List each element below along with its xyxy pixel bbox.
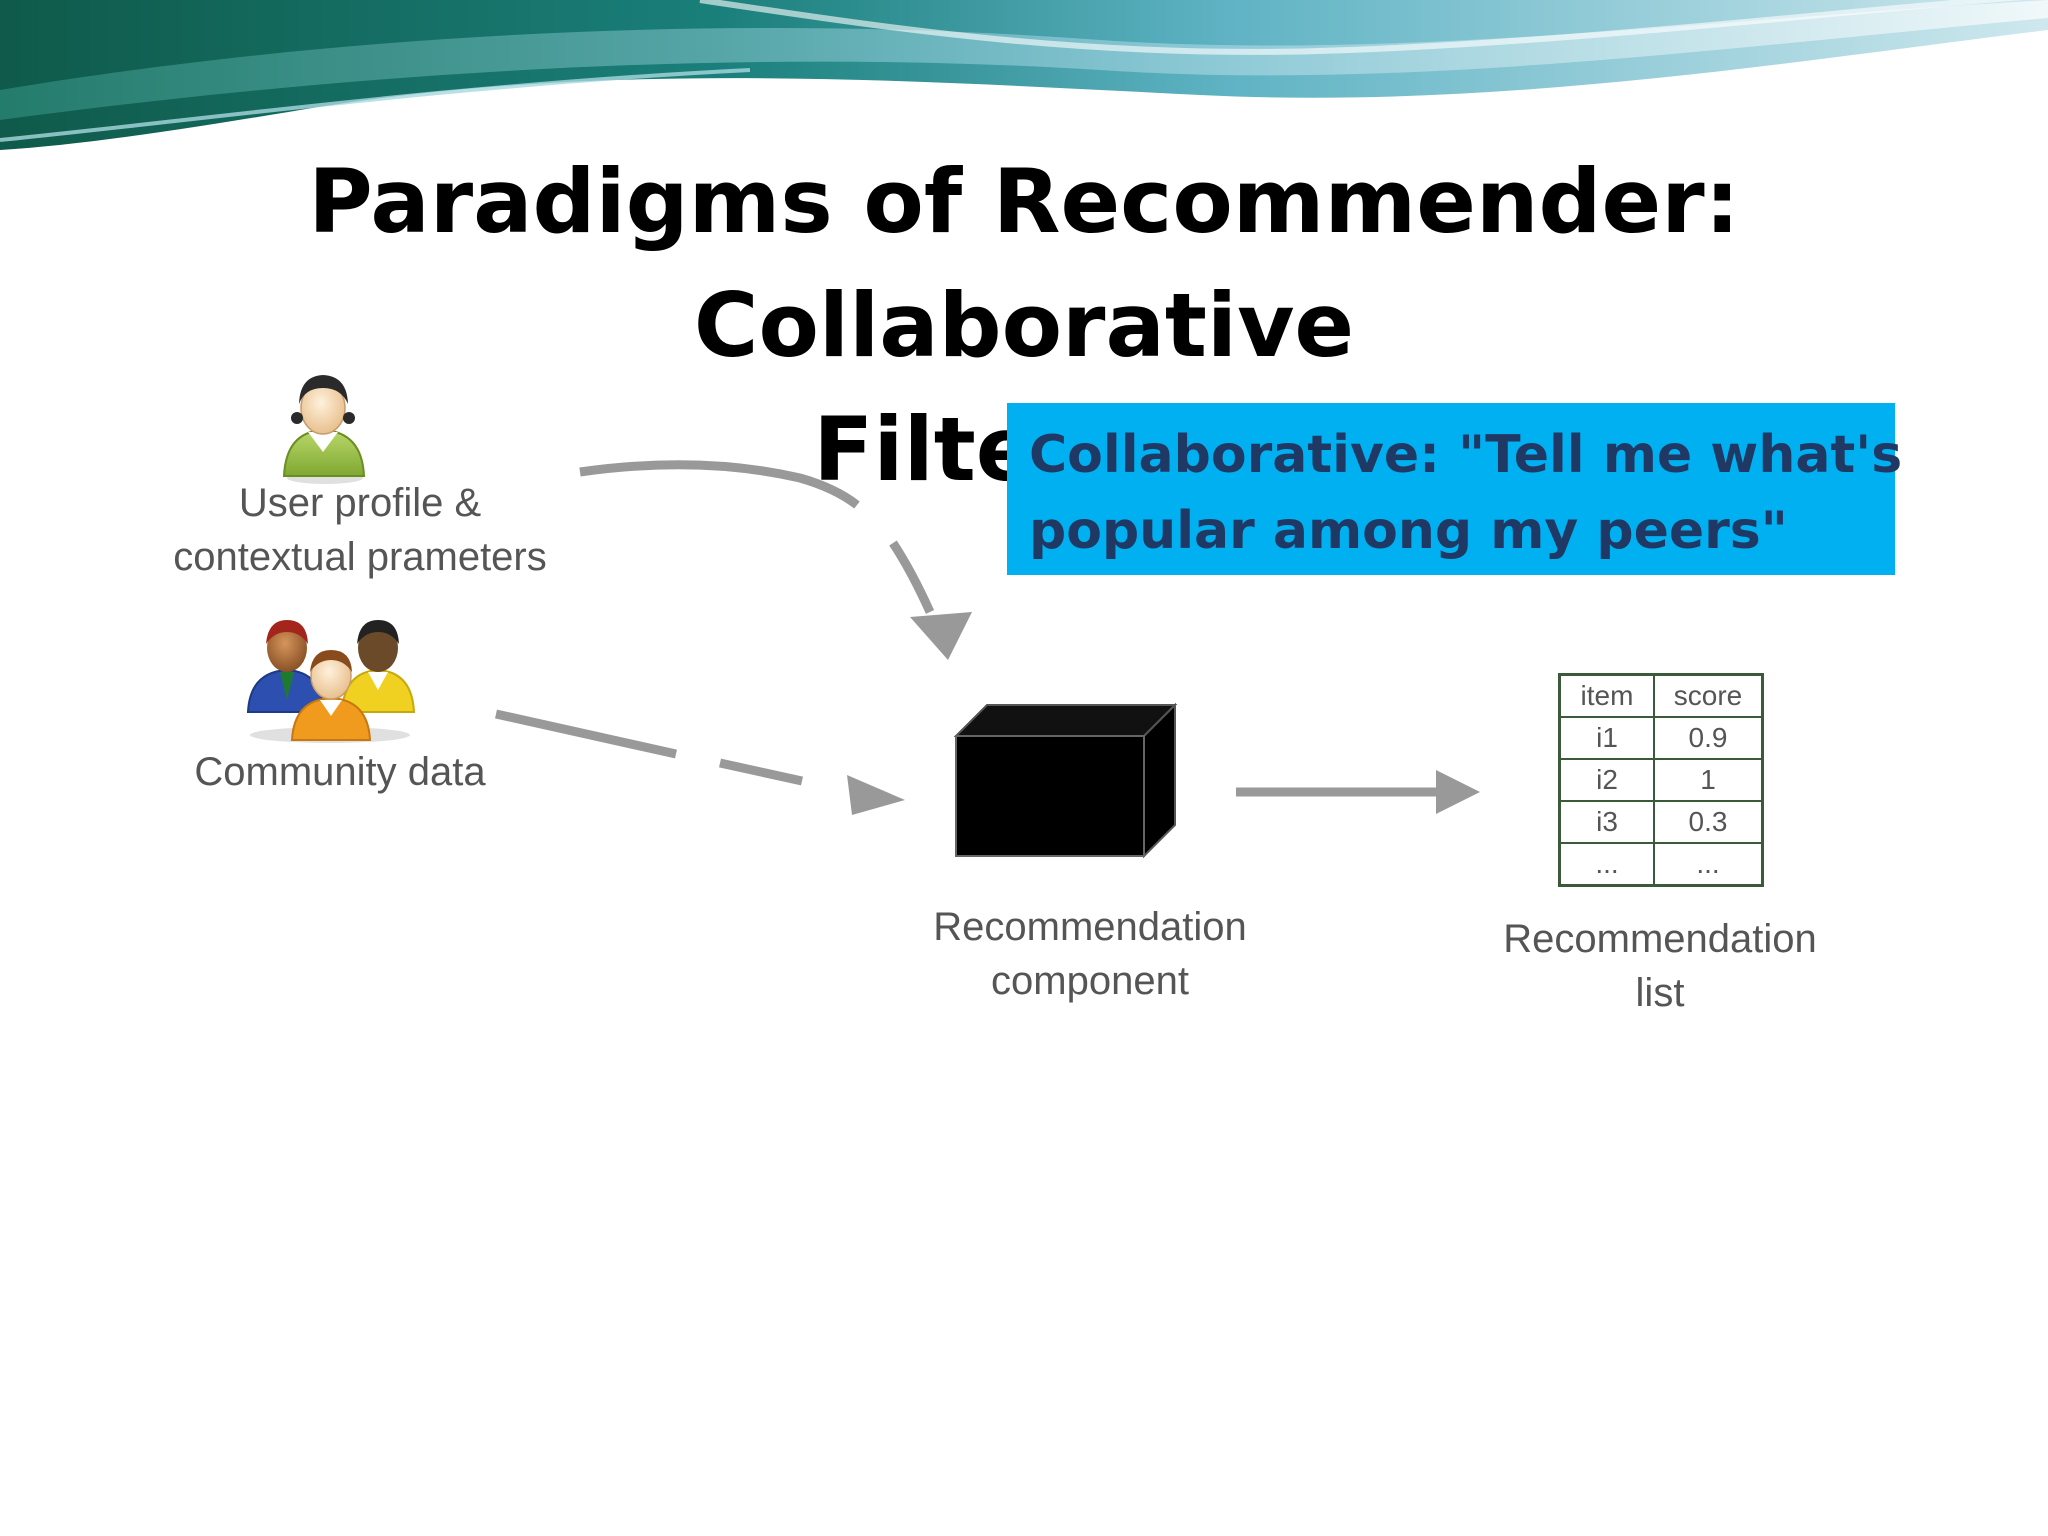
header-wave-decoration: [0, 0, 2048, 160]
user-profile-arrow: [579, 460, 972, 660]
table-row: i2 1: [1558, 758, 1764, 802]
callout-line-1: Collaborative: "Tell me what's: [1029, 425, 1903, 485]
community-icon: [246, 620, 416, 743]
recommendation-component-box: [953, 702, 1178, 859]
table-cell-item: i1: [1558, 716, 1655, 760]
table-cell-item: ...: [1558, 842, 1655, 887]
community-data-arrow: [495, 709, 905, 815]
title-line-1: Paradigms of Recommender: Collaborative: [308, 150, 1740, 377]
table-row: ... ...: [1558, 842, 1764, 887]
table-header-item: item: [1558, 673, 1655, 718]
table-cell-score: 1: [1653, 758, 1764, 802]
user-profile-icon: [282, 375, 366, 484]
recommendation-component-label: Recommendation component: [933, 905, 1247, 1003]
recommendation-list-table: item score i1 0.9 i2 1 i3 0.3 ... ...: [1558, 673, 1764, 887]
table-row: i3 0.3: [1558, 800, 1764, 844]
output-arrow: [1236, 770, 1480, 814]
table-header-row: item score: [1558, 673, 1764, 718]
table-cell-item: i2: [1558, 758, 1655, 802]
table-cell-score: 0.9: [1653, 716, 1764, 760]
table-header-score: score: [1653, 673, 1764, 718]
table-cell-score: 0.3: [1653, 800, 1764, 844]
table-cell-item: i3: [1558, 800, 1655, 844]
callout-line-2: popular among my peers": [1029, 501, 1788, 561]
community-data-label: Community data: [194, 750, 486, 794]
user-profile-label: User profile & contextual prameters: [173, 481, 547, 579]
collaborative-callout: Collaborative: "Tell me what's popular a…: [1007, 403, 1903, 575]
recommendation-list-label: Recommendation list: [1503, 917, 1817, 1015]
table-cell-score: ...: [1653, 842, 1764, 887]
table-row: i1 0.9: [1558, 716, 1764, 760]
